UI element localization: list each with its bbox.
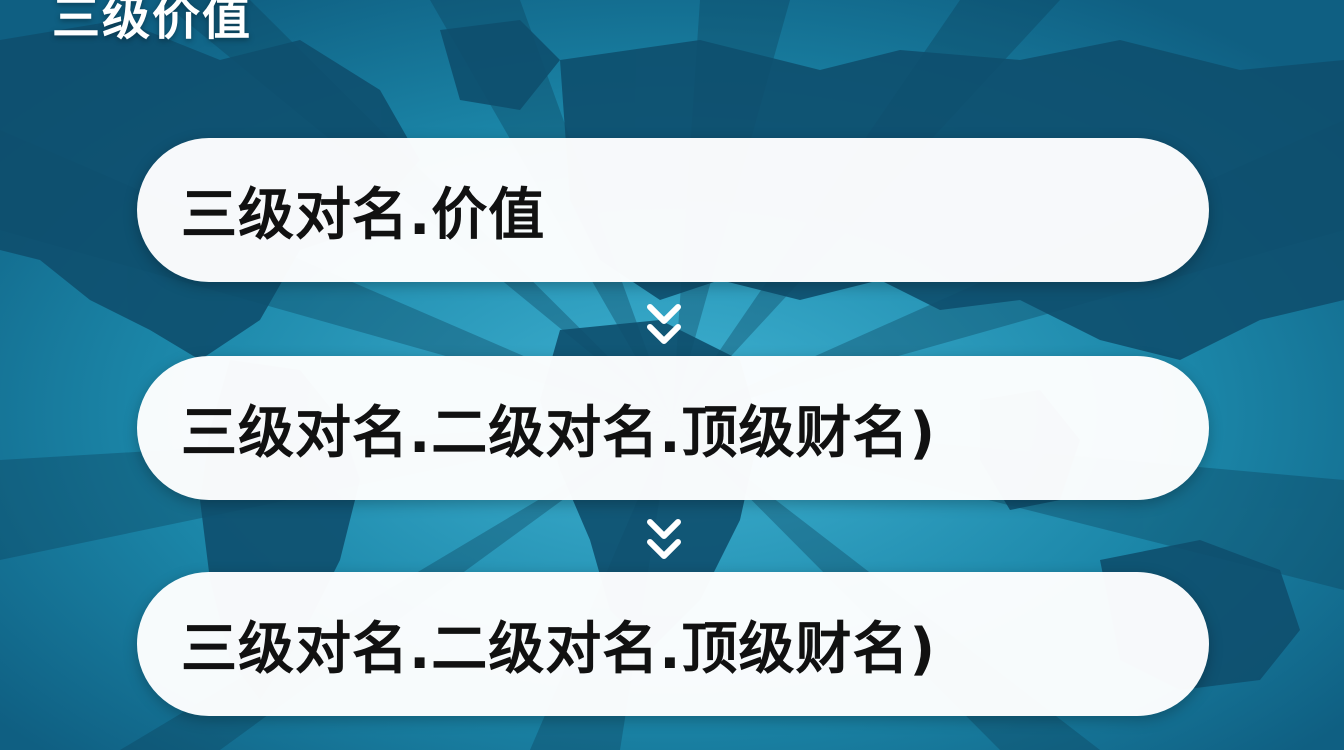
name-box-1: 三级对名.价值 xyxy=(137,138,1209,282)
name-box-3-text: 三级对名.二级对名.顶级财名) xyxy=(181,616,937,682)
page-title: 三级价值 xyxy=(52,0,253,46)
name-box-2-text: 三级对名.二级对名.顶级财名) xyxy=(181,400,937,466)
name-box-1-text: 三级对名.价值 xyxy=(181,182,546,248)
double-chevron-down-icon xyxy=(647,519,681,559)
name-box-3: 三级对名.二级对名.顶级财名) xyxy=(137,572,1209,716)
name-box-2: 三级对名.二级对名.顶级财名) xyxy=(137,356,1209,500)
double-chevron-down-icon xyxy=(647,304,681,344)
